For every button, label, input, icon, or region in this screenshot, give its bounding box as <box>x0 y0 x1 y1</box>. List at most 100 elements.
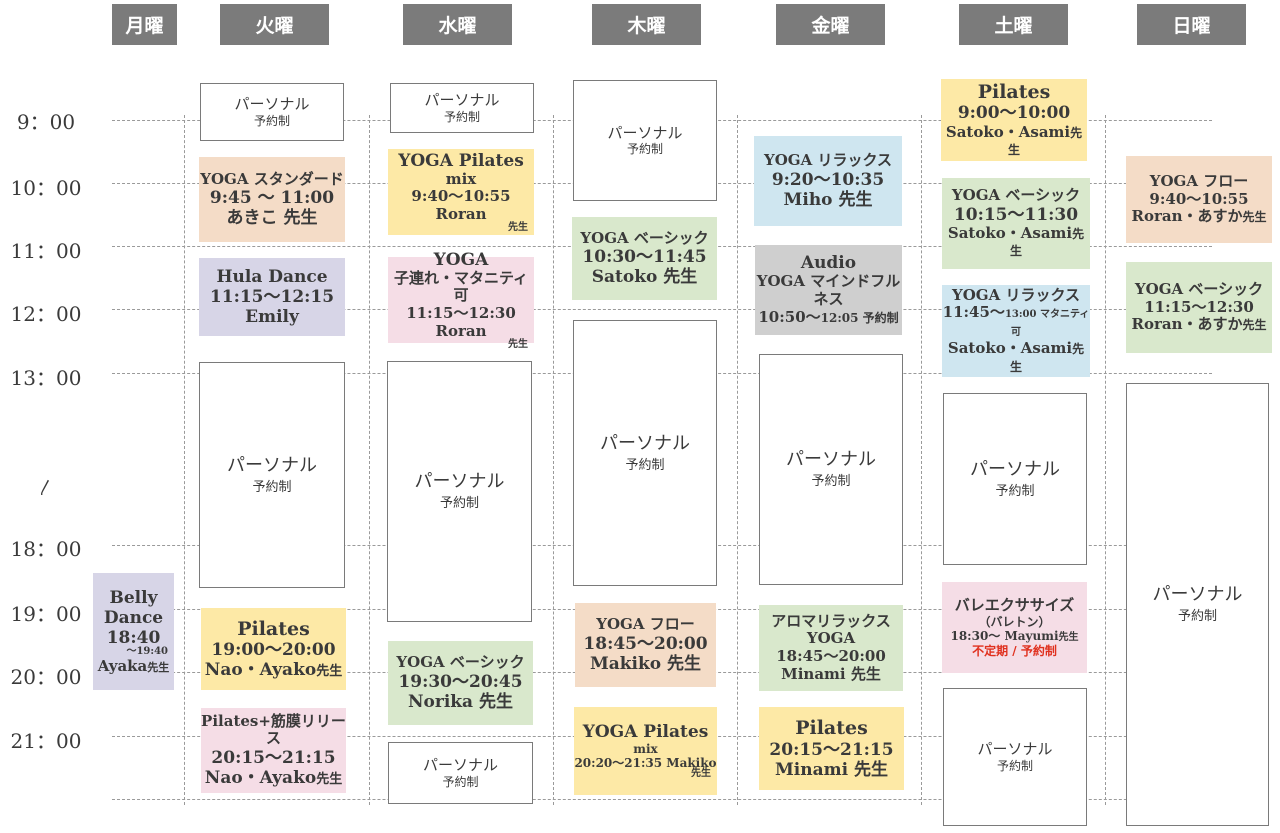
class-teacher: Roran・あすか先生 <box>1131 315 1267 334</box>
class-tue-pilates-fascia[interactable]: Pilates+筋膜リリース 20:15〜21:15 Nao・Ayako先生 <box>201 708 346 793</box>
slot-sat-personal-1[interactable]: パーソナル 予約制 <box>943 393 1087 565</box>
personal-label: パーソナル <box>607 123 683 142</box>
class-tue-pilates[interactable]: Pilates 19:00〜20:00 Nao・Ayako先生 <box>201 608 346 690</box>
class-wed-yoga-pilates-mix[interactable]: YOGA Pilates mix 9:40〜10:55 Roran 先生 <box>388 149 534 235</box>
irregular-reservation-note: 不定期 / 予約制 <box>972 643 1057 658</box>
slot-thu-personal-1[interactable]: パーソナル 予約制 <box>573 80 717 201</box>
class-sun-yoga-flow[interactable]: YOGA フロー 9:40〜10:55 Roran・あすか先生 <box>1126 156 1272 243</box>
class-title: Pilates+筋膜リリース <box>201 711 346 748</box>
class-time: 9:45 〜 11:00 <box>209 188 335 209</box>
slot-sun-personal-1[interactable]: パーソナル 予約制 <box>1126 383 1269 826</box>
class-teacher: Nao・Ayako先生 <box>204 660 343 681</box>
reservation-label: 予約制 <box>995 483 1035 499</box>
personal-label: パーソナル <box>786 449 876 471</box>
class-teacher: Satoko・Asami先生 <box>947 223 1085 259</box>
day-header-sat: 土曜 <box>959 4 1068 45</box>
reservation-label: 予約制 <box>625 457 665 473</box>
personal-label: パーソナル <box>970 458 1060 480</box>
reservation-label: 予約制 <box>439 496 479 512</box>
class-title: YOGA スタンダード <box>200 169 344 188</box>
class-teacher: あきこ 先生 <box>226 208 318 229</box>
class-title: Pilates <box>237 617 310 640</box>
class-wed-yoga-kids[interactable]: YOGA 子連れ・マタニティ可 11:15〜12:30 Roran 先生 <box>388 250 534 350</box>
class-sat-yoga-basic[interactable]: YOGA ベーシック 10:15〜11:30 Satoko・Asami先生 <box>942 178 1090 269</box>
time-label-12: 12：00 <box>10 302 82 326</box>
class-sat-yoga-relax[interactable]: YOGA リラックス 11:45〜13:00 マタニティ可 Satoko・Asa… <box>942 285 1090 377</box>
personal-label: パーソナル <box>1152 584 1243 606</box>
class-sat-pilates[interactable]: Pilates 9:00〜10:00 Satoko・Asami先生 <box>941 79 1087 161</box>
slot-wed-personal-2[interactable]: パーソナル 予約制 <box>387 361 532 622</box>
reservation-label: 予約制 <box>443 109 480 124</box>
class-time: 18:30〜 Mayumi先生 <box>950 628 1079 643</box>
reservation-label: 予約制 <box>1177 609 1217 625</box>
personal-label: パーソナル <box>422 756 498 775</box>
class-time: 18:45〜20:00 <box>776 647 886 665</box>
slot-tue-personal-1[interactable]: パーソナル 予約制 <box>200 83 344 141</box>
class-sat-barre-exercise[interactable]: バレエクササイズ （バレトン） 18:30〜 Mayumi先生 不定期 / 予約… <box>942 582 1087 673</box>
class-tue-yoga-standard[interactable]: YOGA スタンダード 9:45 〜 11:00 あきこ 先生 <box>199 157 345 242</box>
class-title: YOGA ベーシック <box>580 228 709 247</box>
day-header-sun: 日曜 <box>1137 4 1246 45</box>
class-teacher-suffix: 先生 <box>508 338 528 350</box>
slot-wed-personal-3[interactable]: パーソナル 予約制 <box>388 742 533 804</box>
class-wed-yoga-basic[interactable]: YOGA ベーシック 19:30〜20:45 Norika 先生 <box>388 641 533 725</box>
class-time: 9:40〜10:55 Roran <box>411 187 511 223</box>
class-teacher: Roran・あすか先生 <box>1131 207 1267 226</box>
class-tue-hula-dance[interactable]: Hula Dance 11:15〜12:15 Emily <box>199 258 345 336</box>
time-label-10: 10：00 <box>10 176 82 200</box>
class-title: バレエクササイズ <box>954 596 1075 615</box>
class-title: YOGA ベーシック <box>1134 279 1264 298</box>
class-teacher: Nao・Ayako先生 <box>204 768 343 789</box>
class-time: 9:20〜10:35 <box>771 169 885 190</box>
personal-label: パーソナル <box>977 740 1053 759</box>
reservation-label: 予約制 <box>442 774 479 789</box>
class-mon-belly-dance[interactable]: Belly Dance 18:40 〜19:40 Ayaka先生 <box>93 573 174 690</box>
class-fri-pilates[interactable]: Pilates 20:15〜21:15 Minami 先生 <box>759 707 904 790</box>
slot-thu-personal-2[interactable]: パーソナル 予約制 <box>573 320 717 586</box>
time-label-18: 18：00 <box>10 537 82 561</box>
time-label-19: 19：00 <box>10 602 82 626</box>
class-title: Hula Dance <box>216 266 328 287</box>
class-teacher-suffix: 先生 <box>691 768 711 780</box>
slot-fri-personal-1[interactable]: パーソナル 予約制 <box>759 354 903 585</box>
class-title: YOGA Pilates <box>398 150 524 171</box>
class-title: Pilates <box>977 81 1051 104</box>
reservation-label: 予約制 <box>252 479 292 495</box>
class-time: 20:15〜21:15 <box>211 748 336 769</box>
class-fri-aroma-yoga[interactable]: アロマリラックス YOGA 18:45〜20:00 Minami 先生 <box>759 605 903 691</box>
class-title: Belly <box>109 587 158 608</box>
class-thu-yoga-flow[interactable]: YOGA フロー 18:45〜20:00 Makiko 先生 <box>575 603 716 687</box>
class-thu-yoga-basic[interactable]: YOGA ベーシック 10:30〜11:45 Satoko 先生 <box>572 217 717 300</box>
personal-label: パーソナル <box>424 91 500 110</box>
class-time: 19:30〜20:45 <box>398 671 523 692</box>
reservation-label: 予約制 <box>626 142 663 157</box>
class-time: 11:15〜12:30 <box>1144 297 1254 316</box>
time-label-21: 21：00 <box>10 729 82 753</box>
class-title: YOGA フロー <box>596 615 695 634</box>
class-time: 11:15〜12:30 Roran <box>406 304 516 340</box>
class-thu-yoga-pilates-mix[interactable]: YOGA Pilates mix 20:20〜21:35 Makiko 先生 <box>574 707 717 795</box>
class-title: YOGA <box>433 249 489 270</box>
class-time: 10:50〜12:05 予約制 <box>758 307 899 326</box>
slot-wed-personal-1[interactable]: パーソナル 予約制 <box>390 83 534 133</box>
class-fri-yoga-relax[interactable]: YOGA リラックス 9:20〜10:35 Miho 先生 <box>754 136 902 226</box>
reservation-label: 予約制 <box>253 113 290 128</box>
class-subtitle: 子連れ・マタニティ可 <box>393 268 529 305</box>
slot-tue-personal-2[interactable]: パーソナル 予約制 <box>199 362 345 588</box>
class-time: 10:30〜11:45 <box>582 247 707 268</box>
class-teacher: Ayaka先生 <box>97 656 170 675</box>
class-teacher: Satoko・Asami先生 <box>945 122 1083 158</box>
class-title: YOGA リラックス <box>952 285 1080 304</box>
slot-sat-personal-2[interactable]: パーソナル 予約制 <box>943 688 1087 826</box>
personal-label: パーソナル <box>234 95 310 114</box>
day-header-fri: 金曜 <box>776 4 885 45</box>
class-fri-audio-yoga[interactable]: Audio YOGA マインドフルネス 10:50〜12:05 予約制 <box>755 245 902 335</box>
class-sun-yoga-basic[interactable]: YOGA ベーシック 11:15〜12:30 Roran・あすか先生 <box>1126 262 1272 353</box>
reservation-label: 予約制 <box>996 758 1033 773</box>
class-time: 11:45〜13:00 マタニティ可 <box>942 303 1090 339</box>
class-time: 10:15〜11:30 <box>953 204 1079 225</box>
class-title: YOGA ベーシック <box>951 185 1081 204</box>
class-title: Pilates <box>795 717 868 740</box>
class-teacher: Minami 先生 <box>781 664 881 683</box>
class-title: Dance <box>103 607 164 628</box>
